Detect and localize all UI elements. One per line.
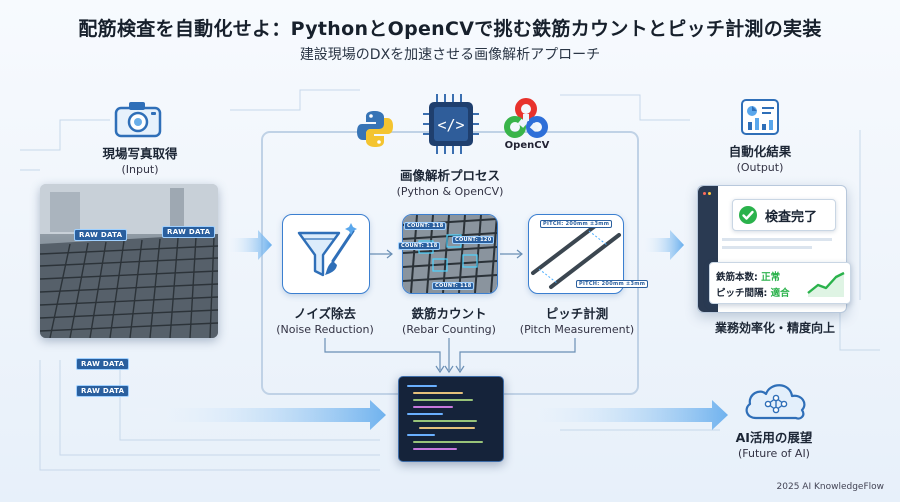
footer-credit: 2025 AI KnowledgeFlow	[776, 482, 884, 492]
trend-line-icon	[807, 271, 845, 297]
rebar-counting-label: 鉄筋カウント (Rebar Counting)	[402, 306, 496, 336]
raw-data-tag: RAW DATA	[162, 226, 216, 238]
report-chart-icon	[740, 98, 780, 140]
input-label: 現場写真取得 (Input)	[102, 146, 178, 176]
filter-brush-icon	[297, 223, 357, 277]
rebar-count-value: 正常	[761, 272, 781, 283]
raw-data-tag: RAW DATA	[74, 229, 128, 241]
raw-data-tag: RAW DATA	[76, 385, 130, 397]
count-tag: COUNT: 118	[432, 282, 475, 290]
count-tag: COUNT: 120	[452, 236, 495, 244]
check-circle-icon	[739, 206, 757, 224]
pitch-measurement-label: ピッチ計測 (Pitch Measurement)	[519, 306, 635, 336]
code-chip-icon: </>	[423, 92, 479, 160]
count-tag: COUNT: 118	[404, 222, 447, 230]
pitch-rebar-image	[531, 221, 621, 289]
rebar-count-label: 鉄筋本数:	[716, 272, 758, 283]
raw-data-tag: RAW DATA	[76, 358, 130, 370]
pitch-interval-label: ピッチ間隔:	[716, 288, 768, 299]
count-tag: COUNT: 118	[398, 242, 441, 250]
benefit-label: 業務効率化・精度向上	[714, 321, 835, 335]
inspection-complete-label: 検査完了	[765, 210, 818, 225]
camera-icon	[114, 100, 162, 142]
pitch-interval-value: 適合	[770, 288, 790, 299]
page-title: 配筋検査を自動化せよ：PythonとOpenCVで挑む鉄筋カウントとピッチ計測の…	[78, 18, 822, 40]
svg-text:</>: </>	[437, 116, 464, 134]
pitch-tag: PITCH: 200mm ±3mm	[576, 280, 649, 288]
status-summary-box: 鉄筋本数: 正常 ピッチ間隔: 適合	[709, 262, 851, 304]
output-label: 自動化結果 (Output)	[728, 144, 792, 174]
inspection-complete-box: 検査完了	[732, 199, 836, 231]
page-subtitle: 建設現場のDXを加速させる画像解析アプローチ	[299, 47, 601, 63]
process-label: 画像解析プロセス (Python & OpenCV)	[396, 168, 504, 198]
future-label: AI活用の展望 (Future of AI)	[735, 430, 813, 460]
site-photo	[40, 184, 218, 338]
ai-cloud-icon	[740, 374, 812, 430]
opencv-label: OpenCV	[504, 140, 550, 151]
noise-reduction-card	[282, 214, 370, 294]
code-editor-panel	[398, 376, 504, 462]
noise-reduction-label: ノイズ除去 (Noise Reduction)	[276, 306, 374, 336]
opencv-logo-icon	[504, 98, 548, 142]
pitch-tag: PITCH: 200mm ±3mm	[540, 220, 613, 228]
python-logo-icon	[354, 108, 396, 154]
